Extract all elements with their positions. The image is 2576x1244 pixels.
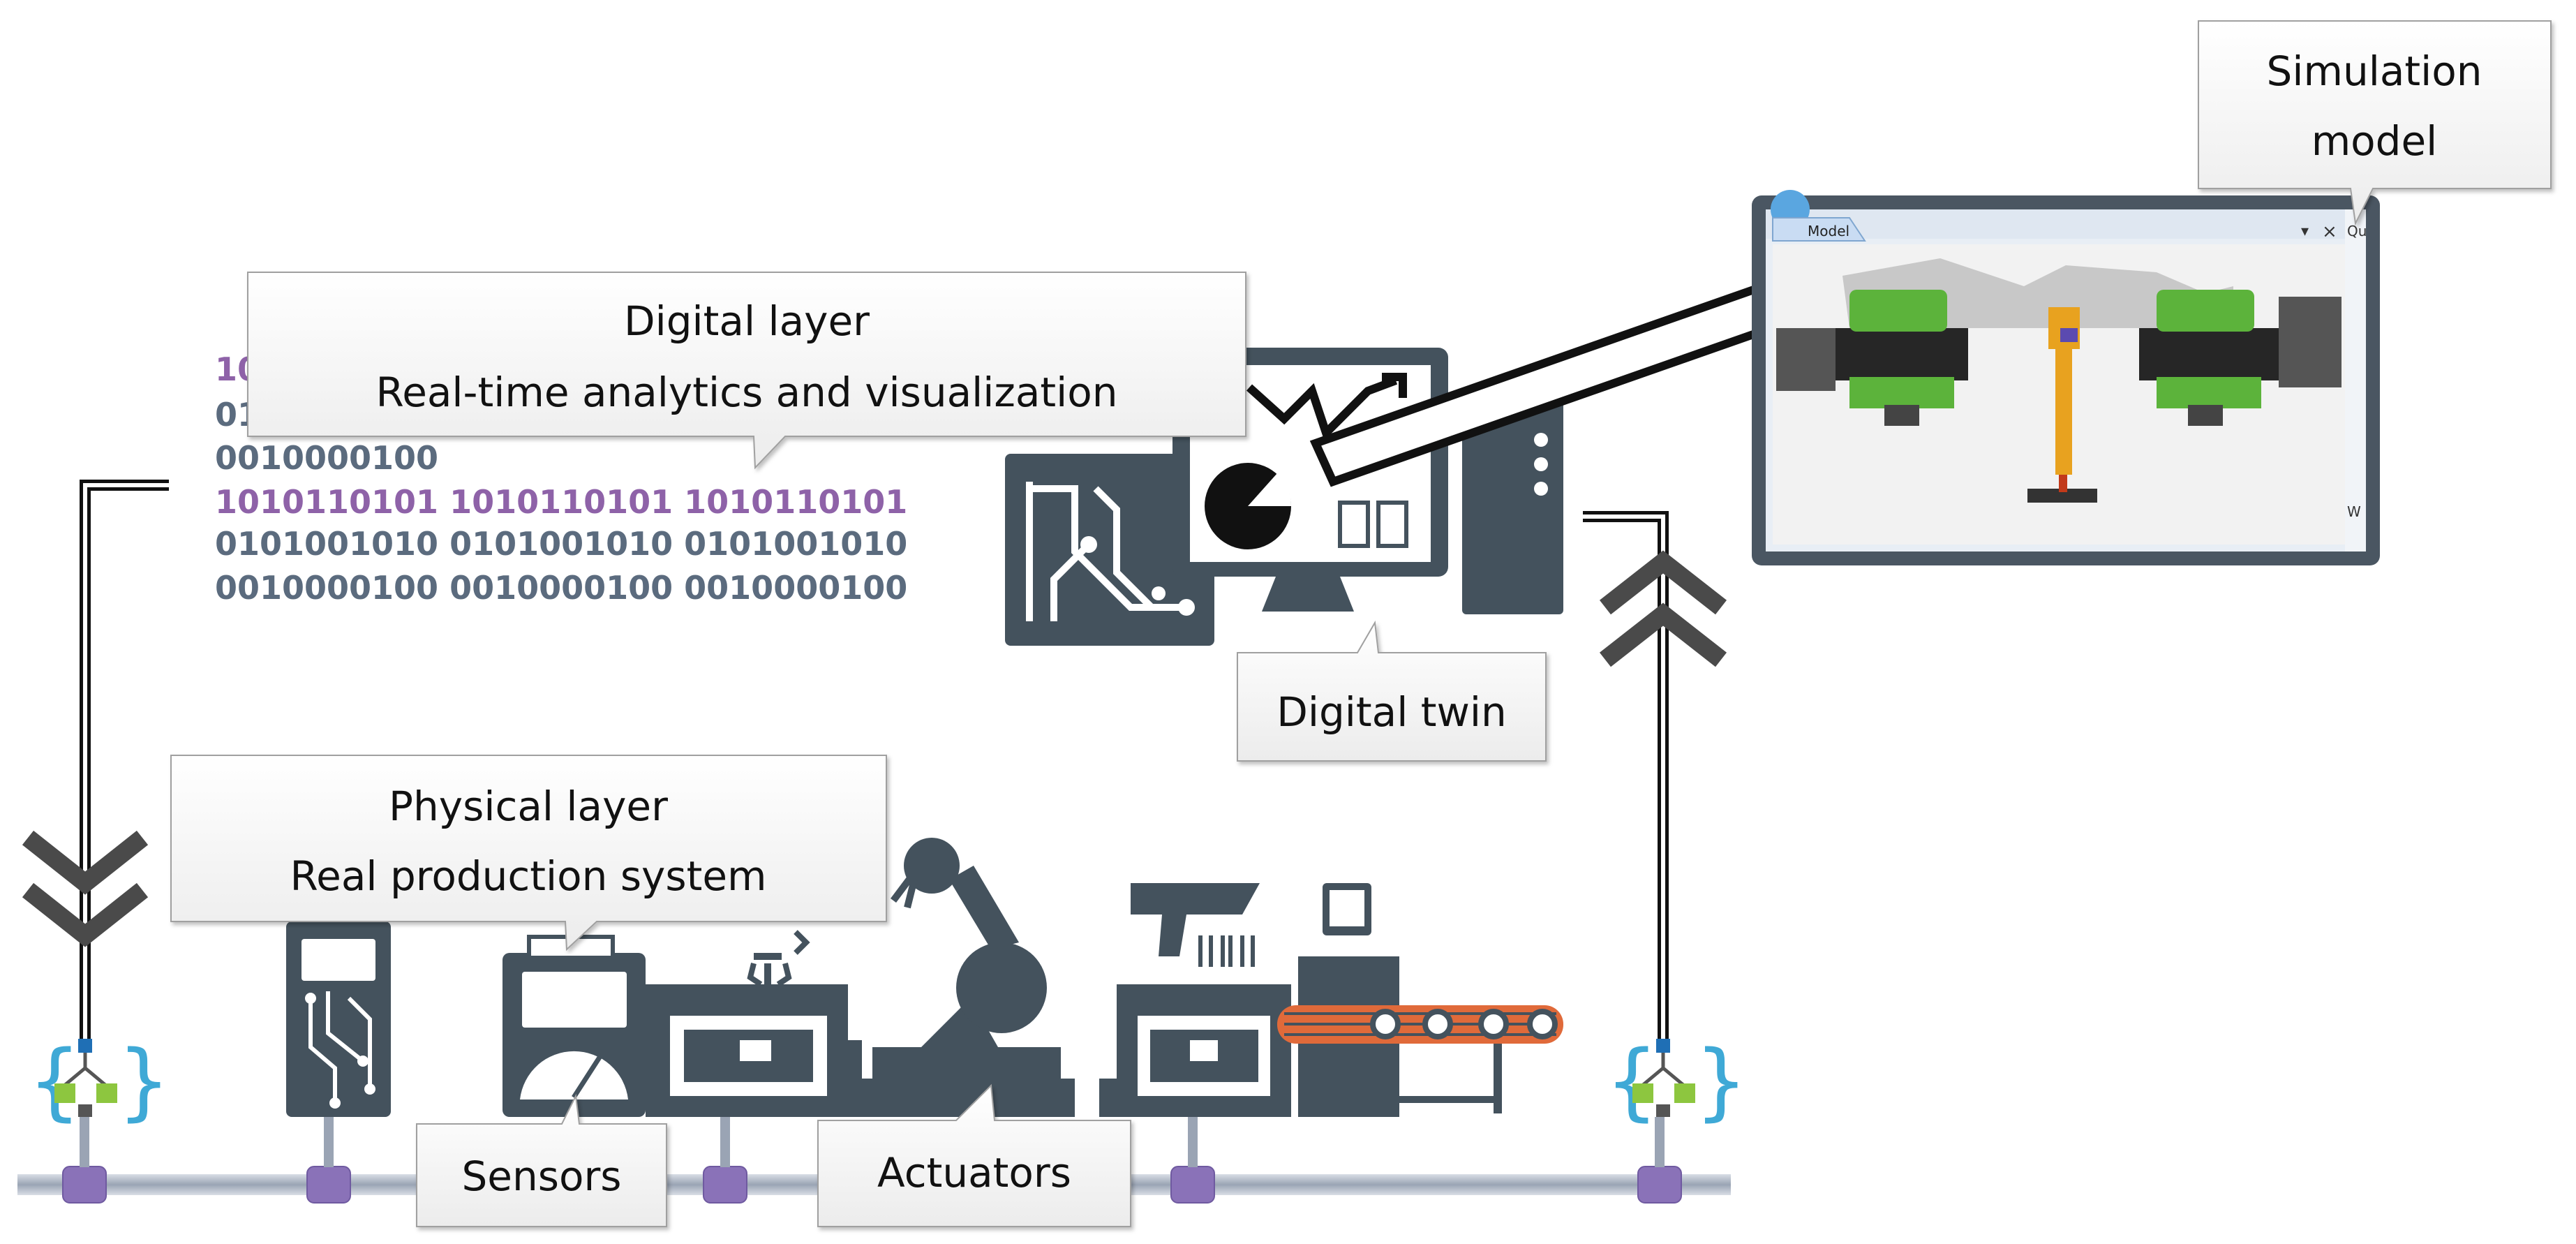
iot-hub-icon: { } [28,1033,170,1130]
gauge-meter-icon [502,935,646,1117]
downlink-left: { } [22,480,170,1130]
circuit-chip-icon [1005,454,1214,646]
station-gripper-icon [646,930,862,1117]
digital-twin-icons [1005,348,1563,646]
callout-physical-layer [170,755,887,951]
control-cabinet-icon [286,921,391,1117]
robot-arm-icon [858,838,1075,1117]
actuators-label: Actuators [877,1149,1071,1197]
side-panel-label: Qu [2347,223,2367,239]
coupling [703,1166,747,1204]
barcode-station-icon [1099,883,1291,1117]
digital-layer-title: Digital layer [624,297,870,345]
binary-row: 0010000100 0010000100 0010000100 [215,569,907,607]
production-machines [286,838,1563,1117]
svg-text:}: } [117,1033,170,1130]
pipe-couplings [62,1166,1682,1204]
simulation-model-title: Simulation [2267,47,2482,95]
uplink-right: { } [1583,511,1748,1130]
svg-text:}: } [1695,1033,1748,1130]
coupling [1637,1166,1682,1204]
callouts: Digital layer Real-time analytics and vi… [170,20,2552,1227]
binary-row: 0010000100 [215,439,438,477]
callout-digital-layer [247,272,1246,470]
callout-sensors [416,1093,667,1227]
close-icon[interactable]: × [2322,221,2337,242]
coupling [1170,1166,1215,1204]
digital-twin-label: Digital twin [1276,688,1507,736]
tablet-station-icon [1298,883,1399,1117]
callout-digital-twin [1237,620,1547,762]
physical-layer-title: Physical layer [389,783,668,830]
callout-simulation-model [2198,20,2552,226]
tab-menu-icon[interactable]: ▾ [2301,223,2309,240]
physical-layer-subtitle: Real production system [290,852,766,900]
coupling [62,1166,107,1204]
binary-row: 1010110101 1010110101 1010110101 [215,483,907,521]
side-panel-label: W [2347,503,2361,520]
simulation-model-subtitle: model [2311,117,2438,165]
simulation-window: Model ▾ × Qu W [1752,190,2380,565]
iot-hub-icon: { } [1605,1033,1748,1130]
chevron-down-icon [22,830,149,947]
binary-row: 0101001010 0101001010 0101001010 [215,525,907,563]
server-tower-icon [1462,391,1563,614]
svg-text:{: { [1605,1033,1658,1130]
tab-model-label: Model [1808,223,1849,239]
pipe-stems [80,1117,1665,1167]
conveyor-icon [1277,1005,1563,1113]
sensors-label: Sensors [461,1153,621,1200]
coupling [306,1166,351,1204]
digital-layer-subtitle: Real-time analytics and visualization [376,369,1118,416]
chevron-up-icon [1599,550,1727,667]
callout-actuators [817,1083,1131,1227]
tab-model[interactable] [1772,217,1866,242]
svg-text:{: { [28,1033,81,1130]
